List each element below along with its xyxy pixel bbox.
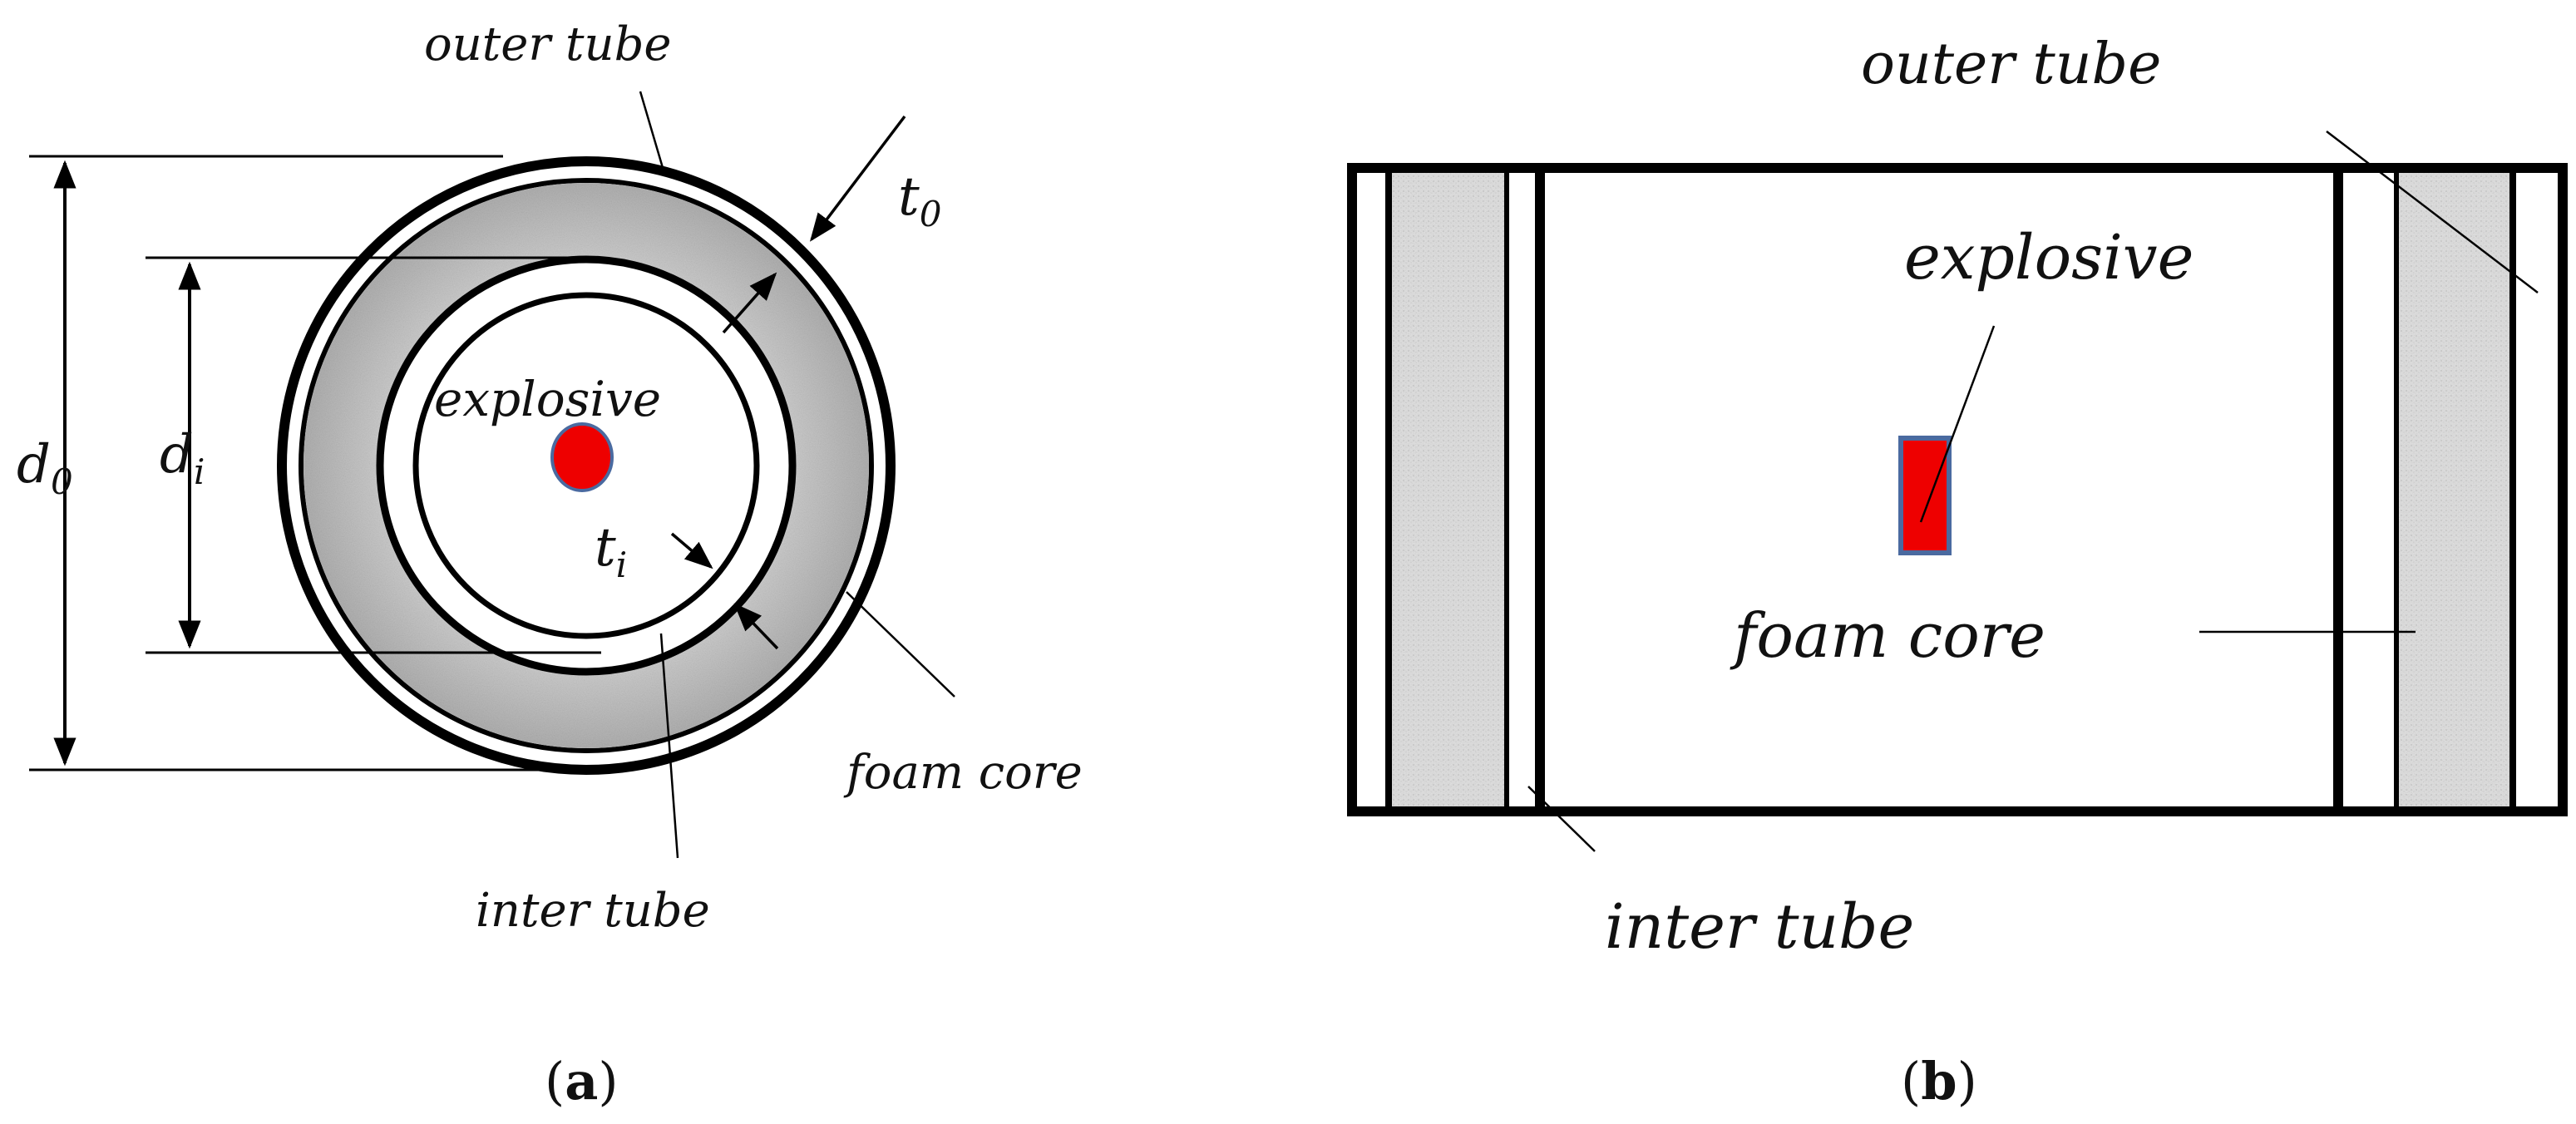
explosive-label-b: explosive xyxy=(1904,222,2194,293)
panel-b: outer tube explosive foam core inter tub… xyxy=(1347,32,2568,1112)
outer-tube-label-a: outer tube xyxy=(424,17,672,71)
ti-inner-arrow xyxy=(733,603,779,650)
t0-outer-arrow xyxy=(809,115,906,242)
foam-core-strip-right xyxy=(2396,168,2513,811)
foam-core-strip-left xyxy=(1389,168,1507,811)
outer-tube-leader-line-b xyxy=(2326,131,2539,293)
foam-core-leader-line xyxy=(846,591,955,698)
ti-outer-arrow xyxy=(670,532,713,569)
explosive-charge-rect xyxy=(1898,436,1952,555)
explosive-charge-circle xyxy=(550,422,614,492)
tube-section-outline xyxy=(1347,163,2568,816)
panel-a: outer tube explosive foam core inter tub… xyxy=(17,17,1083,1112)
explosive-leader-line-b xyxy=(1919,325,1996,523)
inter-tube-leader-line-b xyxy=(1527,786,1596,852)
outer-tube-label-b: outer tube xyxy=(1861,32,2161,97)
ti-label: ti xyxy=(595,517,627,585)
explosive-label-a: explosive xyxy=(434,371,661,427)
foam-core-label-a: foam core xyxy=(843,746,1083,800)
outer-tube-leader-line xyxy=(639,91,667,177)
inter-tube-leader-line xyxy=(659,633,679,859)
panel-a-caption: (a) xyxy=(545,1051,619,1112)
d0-label: d0 xyxy=(17,434,73,502)
di-label: di xyxy=(160,424,205,492)
foam-core-label-b: foam core xyxy=(1730,600,2046,672)
t0-label: t0 xyxy=(898,166,941,234)
panel-b-caption: (b) xyxy=(1901,1051,1977,1112)
inter-tube-label-b: inter tube xyxy=(1605,891,1914,963)
t0-inner-arrow xyxy=(722,272,777,334)
inter-tube-label-a: inter tube xyxy=(476,884,710,938)
